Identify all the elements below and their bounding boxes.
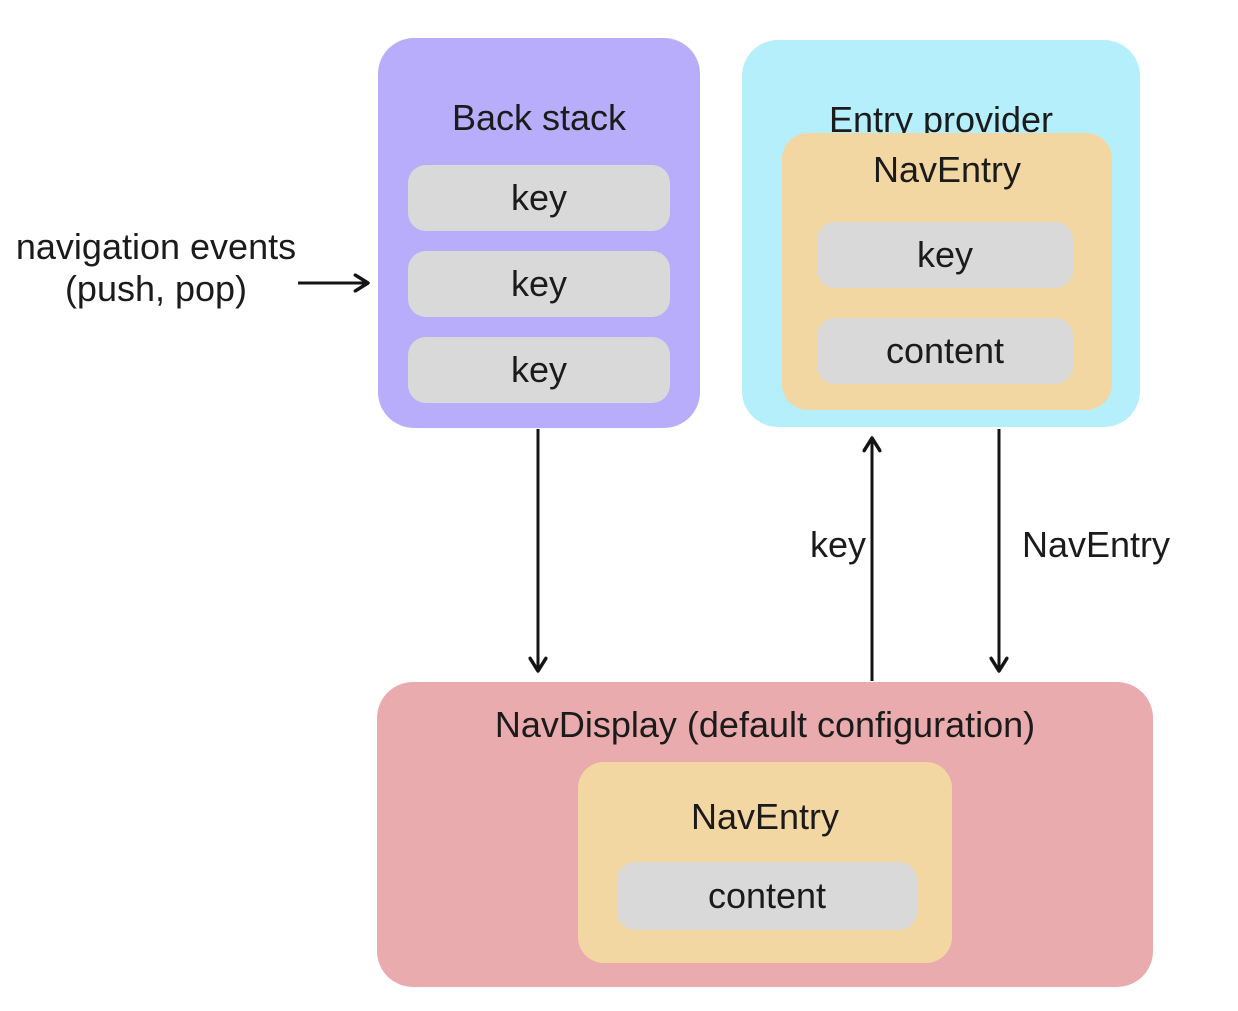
naventry-arrow-label: NavEntry (1022, 524, 1171, 565)
nav-display-box: NavDisplay (default configuration) NavEn… (377, 682, 1153, 987)
nav-display-nav-entry-box: NavEntry content (578, 762, 952, 963)
nav-entry-key-field: key (817, 222, 1073, 288)
back-stack-box: Back stack key key key (378, 38, 700, 428)
navigation-events-line2: (push, pop) (64, 268, 248, 309)
back-stack-key-item: key (408, 165, 670, 231)
entry-provider-box: Entry provider NavEntry key content (742, 40, 1140, 427)
entry-provider-nav-entry-box: NavEntry key content (782, 133, 1112, 410)
navigation-events-label: navigation events (push, pop) (8, 226, 304, 310)
nav-display-title: NavDisplay (default configuration) (494, 704, 1036, 745)
back-stack-key-item: key (408, 251, 670, 317)
back-stack-key-item: key (408, 337, 670, 403)
key-arrow-label: key (809, 524, 866, 565)
nav-entry-content-field: content (617, 862, 917, 930)
nav-entry-title: NavEntry (690, 796, 840, 837)
nav-entry-title: NavEntry (872, 149, 1022, 190)
back-stack-title: Back stack (451, 97, 627, 138)
navigation-events-line1: navigation events (15, 226, 297, 267)
nav-entry-content-field: content (817, 318, 1073, 384)
